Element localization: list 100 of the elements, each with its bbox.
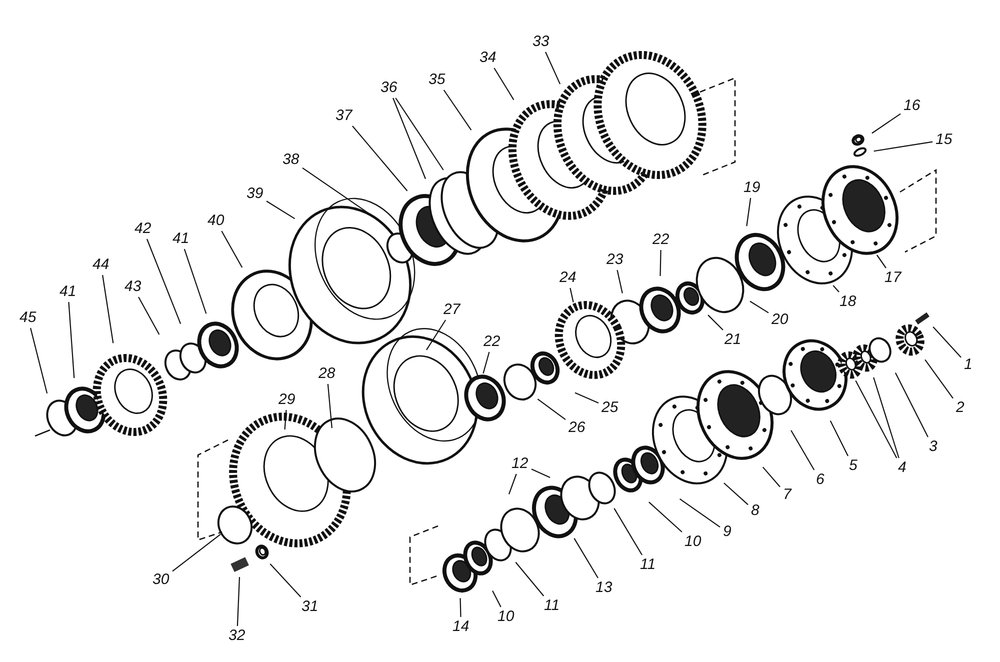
callout-number: 4 [897, 460, 908, 476]
callout-number: 2 [955, 400, 966, 416]
leader-line [570, 288, 574, 302]
callout-number: 22 [652, 232, 670, 248]
callout-number: 15 [934, 132, 954, 148]
callout-number: 23 [606, 252, 624, 268]
leader-line [270, 563, 302, 598]
leader-line [266, 200, 296, 220]
leader-line [790, 430, 815, 470]
callout-number: 33 [532, 34, 550, 50]
leader-line [680, 498, 720, 528]
callout-number: 16 [902, 98, 922, 114]
callout-number: 14 [452, 619, 470, 635]
callout-number: 25 [600, 400, 620, 416]
leader-line [492, 590, 502, 608]
leader-line [508, 474, 517, 494]
callout-number: 11 [543, 598, 561, 614]
leader-line [574, 392, 599, 404]
leader-line [830, 420, 848, 456]
callout-number: 38 [282, 152, 300, 168]
leader-line [832, 285, 840, 292]
callout-number: 10 [496, 609, 516, 625]
leader-line [746, 198, 752, 226]
leader-line [873, 377, 900, 458]
leader-line [184, 248, 207, 314]
leader-line [924, 359, 954, 399]
leader-line [30, 328, 48, 394]
leader-line [724, 482, 748, 506]
callout-number: 43 [124, 279, 142, 295]
callout-number: 26 [568, 420, 586, 436]
leader-line [395, 98, 444, 170]
leader-line [494, 68, 514, 100]
callout-number: 22 [482, 334, 502, 350]
callout-number: 32 [228, 628, 246, 644]
callout-number: 7 [782, 487, 792, 503]
leader-line [874, 141, 933, 152]
callout-number: 24 [558, 270, 578, 286]
leader-line [932, 326, 962, 358]
callout-number: 41 [58, 284, 78, 300]
callout-number: 45 [18, 310, 38, 326]
leader-line [531, 468, 550, 478]
leader-line [614, 508, 642, 556]
leader-line [482, 352, 490, 374]
callout-number: 39 [246, 186, 264, 202]
leader-line [545, 52, 561, 84]
callout-number: 9 [722, 524, 732, 540]
leader-line [515, 562, 544, 596]
callout-number: 17 [884, 270, 902, 286]
callout-number: 31 [300, 599, 320, 615]
leader-line [660, 250, 662, 276]
leader-line [750, 300, 769, 314]
leader-line [236, 576, 240, 626]
callout-number: 34 [478, 50, 498, 66]
leader-line [894, 372, 928, 438]
leader-line [102, 274, 114, 344]
leader-line [284, 410, 287, 430]
leader-line [616, 270, 623, 294]
callout-number: 42 [134, 221, 152, 237]
callout-number: 8 [750, 503, 760, 519]
leader-line [392, 98, 426, 180]
leader-line [146, 238, 182, 324]
callout-number: 12 [510, 456, 530, 472]
callout-number: 27 [442, 302, 462, 318]
callout-number: 13 [594, 580, 614, 596]
leader-line [426, 320, 446, 350]
callout-number: 5 [848, 458, 858, 474]
callout-number: 20 [770, 312, 790, 328]
leader-line [574, 538, 598, 578]
callout-number: 28 [318, 366, 336, 382]
leader-line [460, 598, 462, 618]
leader-line [648, 502, 682, 532]
callout-number: 41 [172, 231, 190, 247]
leader-line [708, 314, 724, 330]
leader-line [138, 296, 160, 335]
leader-line [537, 398, 566, 420]
callout-number: 6 [815, 472, 826, 488]
callout-number: 3 [928, 439, 938, 455]
callout-number: 18 [838, 294, 858, 310]
callout-number: 35 [428, 72, 446, 88]
callout-number: 37 [334, 108, 354, 124]
callout-number: 29 [278, 392, 296, 408]
callout-number: 30 [152, 572, 170, 588]
callout-number: 19 [742, 180, 762, 196]
callout-number: 36 [380, 80, 398, 96]
callout-number: 10 [684, 534, 702, 550]
leader-line [762, 466, 780, 488]
leader-line [876, 254, 886, 268]
leader-line [68, 302, 75, 378]
callout-number: 1 [963, 357, 974, 373]
callout-number: 11 [639, 557, 657, 573]
leader-line [443, 90, 472, 130]
leader-line [172, 534, 221, 572]
leader-line [352, 126, 408, 192]
leader-line [872, 113, 901, 134]
callout-number: 44 [92, 257, 110, 273]
callout-number: 40 [206, 213, 226, 229]
leader-line [327, 384, 332, 428]
callout-number: 21 [724, 332, 742, 348]
leader-line [855, 380, 898, 458]
leader-line [221, 230, 243, 268]
